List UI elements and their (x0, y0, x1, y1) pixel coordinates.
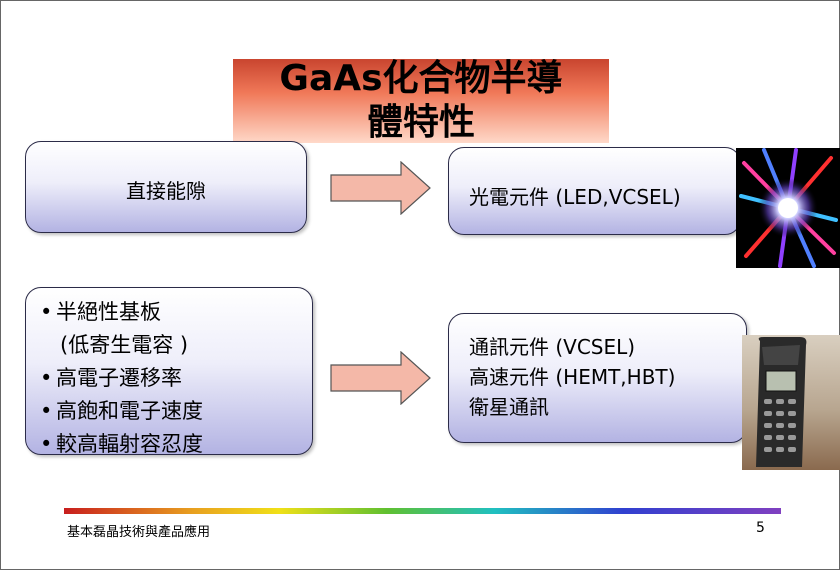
communication-line: 高速元件 (HEMT,HBT) (469, 365, 676, 389)
footer-text: 基本磊晶技術與產品應用 (67, 525, 211, 540)
communication-line: 衛星通訊 (469, 395, 549, 419)
feature-text: 較高輻射容忍度 (56, 432, 203, 456)
optoelectronic-panel: 光電元件 (LED,VCSEL) (448, 147, 741, 235)
title-line-2: 體特性 (366, 102, 475, 143)
feature-item: •高飽和電子速度 (40, 395, 203, 428)
footer-rainbow-rule (64, 508, 781, 514)
bullet-icon: • (40, 300, 53, 324)
slide-title: GaAs化合物半導 體特性 (233, 57, 609, 145)
communication-line: 通訊元件 (VCSEL) (469, 335, 636, 359)
arrow-right-icon (330, 351, 431, 405)
light-starburst-image (736, 148, 840, 268)
optoelectronic-label: 光電元件 (LED,VCSEL) (469, 185, 681, 209)
feature-text: 高飽和電子速度 (56, 399, 203, 423)
features-list: •半絕性基板 (低寄生電容 ) •高電子遷移率 •高飽和電子速度 •較高輻射容忍… (40, 296, 203, 461)
features-panel: •半絕性基板 (低寄生電容 ) •高電子遷移率 •高飽和電子速度 •較高輻射容忍… (25, 287, 313, 456)
feature-text: 高電子遷移率 (56, 366, 182, 390)
feature-text: (低寄生電容 ) (60, 333, 189, 357)
communication-panel: 通訊元件 (VCSEL) 高速元件 (HEMT,HBT) 衛星通訊 (448, 313, 747, 443)
direct-bandgap-label: 直接能隙 (126, 179, 206, 203)
communication-list: 通訊元件 (VCSEL) 高速元件 (HEMT,HBT) 衛星通訊 (469, 332, 675, 422)
bullet-icon: • (40, 432, 53, 456)
bullet-icon: • (40, 366, 53, 390)
page-number: 5 (756, 520, 765, 536)
feature-item: •高電子遷移率 (40, 362, 203, 395)
direct-bandgap-panel: 直接能隙 (25, 141, 307, 233)
title-line-1: GaAs化合物半導 (279, 58, 563, 99)
feature-subitem: (低寄生電容 ) (40, 329, 203, 362)
mobile-phone-image (742, 335, 840, 470)
bullet-icon: • (40, 399, 53, 423)
feature-item: •半絕性基板 (40, 296, 203, 329)
title-background (233, 59, 609, 143)
arrow-right-icon (330, 161, 431, 215)
feature-text: 半絕性基板 (56, 300, 161, 324)
feature-item: •較高輻射容忍度 (40, 428, 203, 461)
